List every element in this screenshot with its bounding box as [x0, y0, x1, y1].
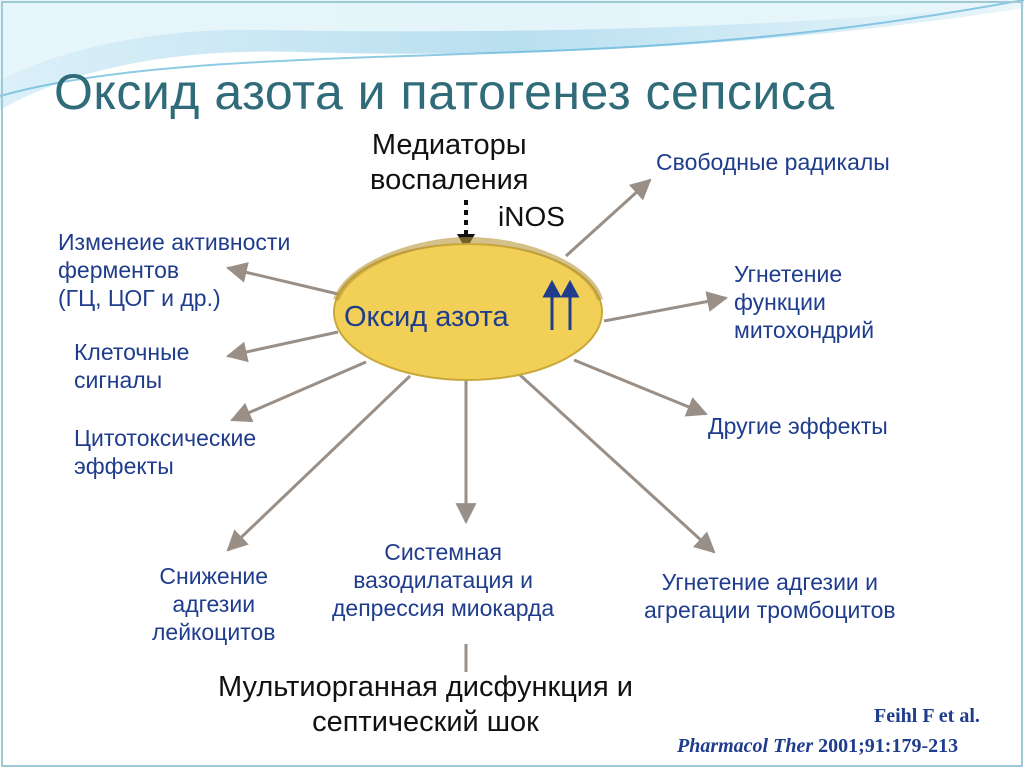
increase-arrows-icon [542, 279, 580, 330]
effect-enzymes-line-1: Изменеие активности [58, 229, 291, 255]
effect-enzymes-line-2: ферментов [58, 257, 180, 284]
effect-leukocytes-line-1: Снижение [159, 563, 269, 589]
outcome-line-1: Мультиорганная дисфункция и [218, 671, 633, 703]
page-title: Оксид азота и патогенез сепсиса [54, 64, 835, 120]
effect-platelets: Угнетение адгезии и агрегации тромбоцито… [644, 568, 896, 624]
effect-enzymes-line-3: (ГЦ, ЦОГ и др.) [58, 285, 221, 312]
arrow-to-cytotoxic [230, 360, 367, 423]
citation-reference: Pharmacol Ther 2001;91:179-213 [677, 734, 958, 758]
effect-platelets-line-1: Угнетение адгезии и [661, 569, 878, 595]
effect-mito-line-1: Угнетение [734, 261, 843, 287]
citation-ref: 2001;91:179-213 [818, 735, 959, 757]
mediators-line-1: Медиаторы [371, 129, 527, 161]
effect-cell-signals: Клеточные сигналы [74, 338, 189, 394]
mediators-line-2: воспаления [370, 164, 529, 197]
effect-arrows [225, 178, 729, 672]
header-wave [0, 0, 1024, 110]
effect-other: Другие эффекты [708, 413, 888, 439]
mediators-label: Медиаторы воспаления [370, 128, 529, 199]
effect-mito-line-3: митохондрий [734, 317, 875, 344]
effect-cytotoxic: Цитотоксические эффекты [74, 424, 256, 480]
effect-platelets-line-2: агрегации тромбоцитов [644, 597, 896, 624]
effect-vaso-line-1: Системная [384, 539, 503, 565]
effect-mitochondria: Угнетение функции митохондрий [734, 260, 874, 344]
effect-signals-line-2: сигналы [74, 367, 163, 394]
arrow-to-enzymes [225, 262, 339, 296]
arrow-to-mitochondria [603, 291, 729, 323]
citation-journal: Pharmacol Ther [677, 735, 814, 757]
nitric-oxide-node [333, 236, 603, 381]
effect-mito-line-2: функции [734, 289, 826, 316]
effect-leukocytes-line-3: лейкоцитов [152, 619, 276, 646]
effect-cytotoxic-line-2: эффекты [74, 453, 174, 480]
effect-radicals: Свободные радикалы [656, 149, 890, 175]
effect-vasodilation: Системная вазодилатация и депрессия миок… [332, 538, 554, 622]
arrow-to-signals [225, 330, 339, 363]
effect-leukocytes-line-2: адгезии [172, 591, 256, 618]
effect-cytotoxic-line-1: Цитотоксические [74, 425, 257, 451]
arrow-to-platelets [518, 373, 716, 554]
outcome-label: Мультиорганная дисфункция и септический … [218, 670, 633, 741]
outcome-line-2: септический шок [312, 706, 539, 739]
effect-leukocytes: Снижение адгезии лейкоцитов [152, 562, 275, 646]
effect-vaso-line-3: депрессия миокарда [332, 595, 555, 622]
arrow-to-other [573, 358, 708, 417]
arrow-to-radicals [564, 178, 652, 258]
effect-enzymes: Изменеие активности ферментов (ГЦ, ЦОГ и… [58, 228, 290, 312]
nitric-oxide-label: Оксид азота [344, 301, 509, 333]
arrow-to-leukocytes [226, 374, 412, 552]
effect-signals-line-1: Клеточные [74, 339, 190, 365]
inos-label: iNOS [498, 201, 565, 232]
effect-vaso-line-2: вазодилатация и [353, 567, 534, 594]
citation-author: Feihl F et al. [874, 705, 980, 727]
